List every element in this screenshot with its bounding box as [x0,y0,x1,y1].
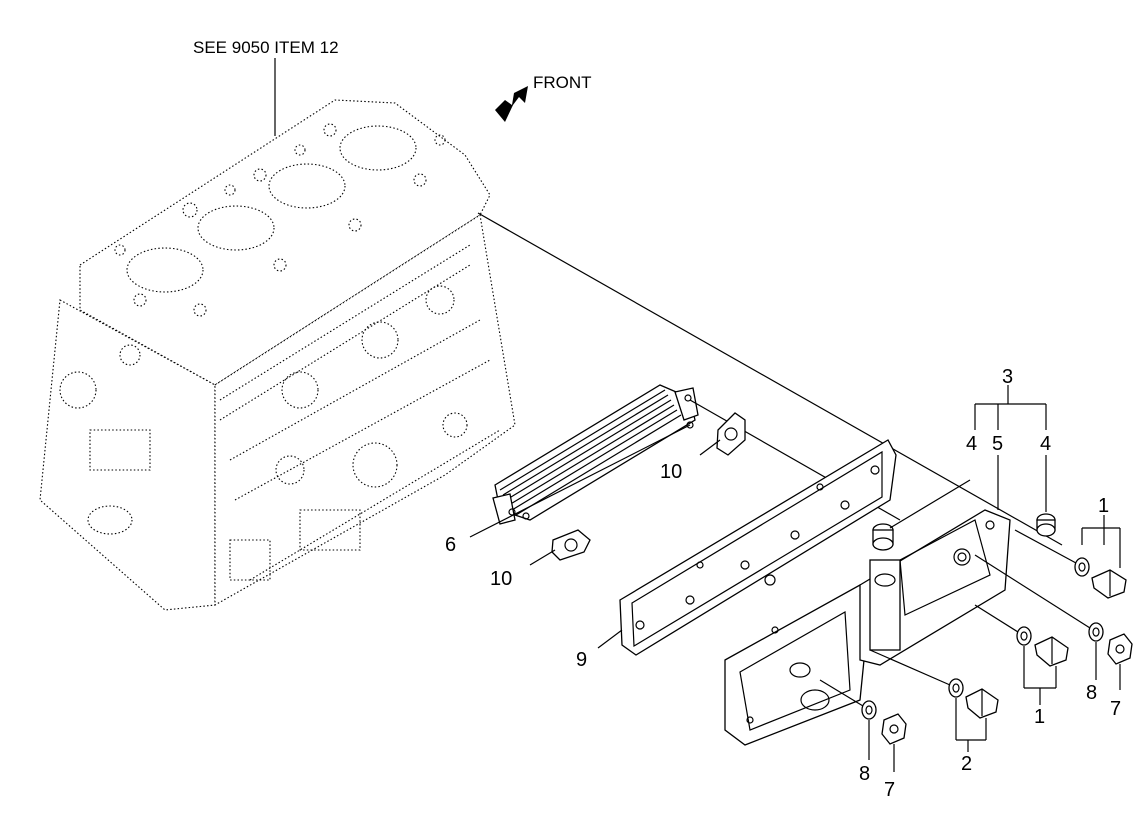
washer-far-right-leader [974,554,1091,629]
callout-7-right: 7 [1110,698,1121,720]
cover-gasket-leader [597,629,623,649]
callout-7-bottom: 7 [884,779,895,801]
nut-far-right [1107,633,1133,665]
washer-bottom-leader [819,679,864,707]
callout-8-right: 8 [1086,682,1097,704]
cover-gasket [619,439,897,656]
callout-2-bracket [955,698,987,752]
callout-9: 9 [576,649,587,671]
nut-bottom [881,713,907,745]
callout-2: 2 [961,753,972,775]
callout-1b-bracket [1023,646,1057,705]
engine-block [39,99,516,611]
washer-right-upper-leader [1014,529,1077,564]
callout-1-upper: 1 [1098,495,1109,517]
gasket-lower-leader [529,549,556,566]
washer-bottom [861,700,877,720]
oil-cooler [492,384,699,525]
callout-10-lower: 10 [490,568,512,590]
plug-fitting-left [872,523,894,551]
oil-cooler-cover [724,509,1011,746]
callout-3: 3 [1002,366,1013,388]
fitting-left-leader [889,479,971,529]
callout-3-bracket [974,385,1047,430]
washer-mid-leader [974,604,1019,633]
gasket-upper-leader [699,439,721,456]
callout-5: 5 [992,433,1003,455]
front-label: FRONT [533,73,592,92]
o-ring-gasket-upper [716,412,746,456]
callout-4-left: 4 [966,433,977,455]
block-to-cover-leader [477,212,1063,546]
o-ring-gasket-lower [551,529,591,561]
plug-fitting-right [1036,513,1056,537]
oil-cooler-leader [469,424,691,538]
bolt-lower [965,688,999,719]
callout-1a-bracket [1081,515,1121,568]
callout-4-right: 4 [1040,433,1051,455]
callout-6: 6 [445,534,456,556]
washer-mid [1016,626,1032,646]
bolt-mid [1034,636,1069,667]
bolt-right-upper [1091,569,1127,599]
front-direction-arrow-icon [495,86,528,122]
callout-1-lower: 1 [1034,706,1045,728]
callout-8-bottom: 8 [859,763,870,785]
washer-lower-leader [869,649,951,686]
washer-far-right [1088,622,1104,642]
reference-note: SEE 9050 ITEM 12 [193,38,339,57]
washer-right-upper [1074,557,1090,577]
washer-lower [948,678,964,698]
callout-10-upper: 10 [660,461,682,483]
